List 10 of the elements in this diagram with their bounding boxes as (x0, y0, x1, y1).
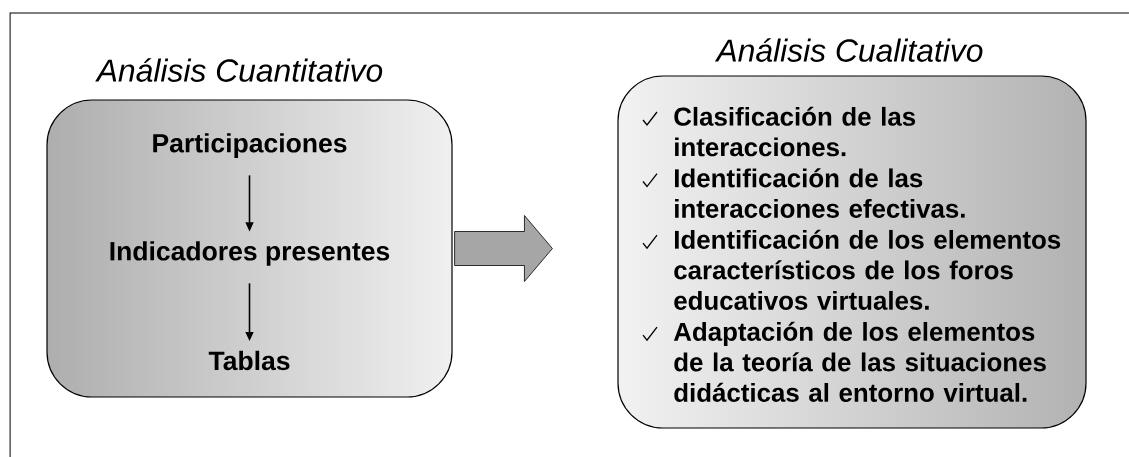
list-item: Clasificación de las interacciones. (674, 106, 916, 157)
step-label: Tablas (208, 350, 290, 371)
list-item: Identificación de los elementos característicos de los foros educativos virtuales. (674, 229, 1061, 310)
block-arrow (454, 215, 553, 282)
list-item: Identificación de las interacciones efectivas. (675, 168, 965, 218)
heading: Análisis Cuantitativo (95, 58, 383, 82)
heading: Análisis Cualitativo (714, 38, 983, 62)
list-item: Adaptación de los elementos de la teoría de las situaciones didácticas al entorno virtual. (673, 321, 1046, 402)
step-label: Participaciones (153, 133, 347, 158)
step-label: Indicadores presentes (110, 241, 390, 266)
